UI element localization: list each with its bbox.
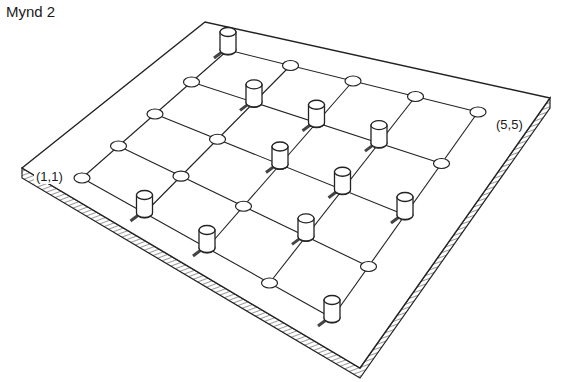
hole	[283, 61, 299, 71]
grid-line	[228, 50, 478, 112]
peg	[365, 121, 387, 152]
hole	[262, 278, 278, 288]
peg	[391, 193, 413, 224]
peg	[214, 28, 236, 59]
grid-line	[270, 97, 416, 284]
hole	[111, 141, 127, 151]
grid-line	[192, 82, 442, 164]
hole	[361, 262, 377, 272]
hole	[408, 92, 424, 102]
peg-top	[335, 167, 351, 176]
peg-top	[298, 214, 314, 223]
peg-top	[371, 121, 387, 130]
hole	[74, 173, 90, 183]
peg	[318, 296, 340, 327]
hole	[434, 159, 450, 169]
figure-label: Mynd 2	[4, 4, 57, 21]
peg	[303, 100, 325, 131]
hole	[210, 134, 226, 144]
peg-top	[199, 226, 215, 235]
peg	[240, 80, 262, 111]
board	[22, 22, 550, 378]
peg-top	[272, 142, 288, 151]
coordinate-label: (5,5)	[494, 118, 525, 132]
grid-lines	[82, 50, 478, 318]
hole	[184, 77, 200, 87]
coordinate-label: (1,1)	[34, 170, 65, 184]
grid-line	[145, 66, 291, 214]
peg-top	[220, 28, 236, 37]
peg	[193, 226, 215, 257]
peg	[292, 214, 314, 245]
holes	[74, 45, 486, 323]
hole	[345, 76, 361, 86]
peg	[329, 167, 351, 198]
peg-top	[246, 80, 262, 89]
hole	[147, 109, 163, 119]
peg-top	[324, 296, 340, 305]
peg	[131, 191, 153, 222]
peg-top	[309, 100, 325, 109]
grid-line	[207, 81, 353, 248]
peg-top	[397, 193, 413, 202]
grid-line	[332, 112, 478, 318]
hole	[470, 107, 486, 117]
grid-line	[155, 114, 405, 215]
grid-line	[82, 178, 332, 318]
hole	[173, 171, 189, 181]
board-top	[22, 22, 550, 368]
pegs	[131, 28, 414, 327]
grid-line	[119, 146, 369, 267]
grid-line	[82, 50, 228, 178]
peg	[266, 142, 288, 173]
peg-top	[137, 191, 153, 200]
hole	[236, 201, 252, 211]
